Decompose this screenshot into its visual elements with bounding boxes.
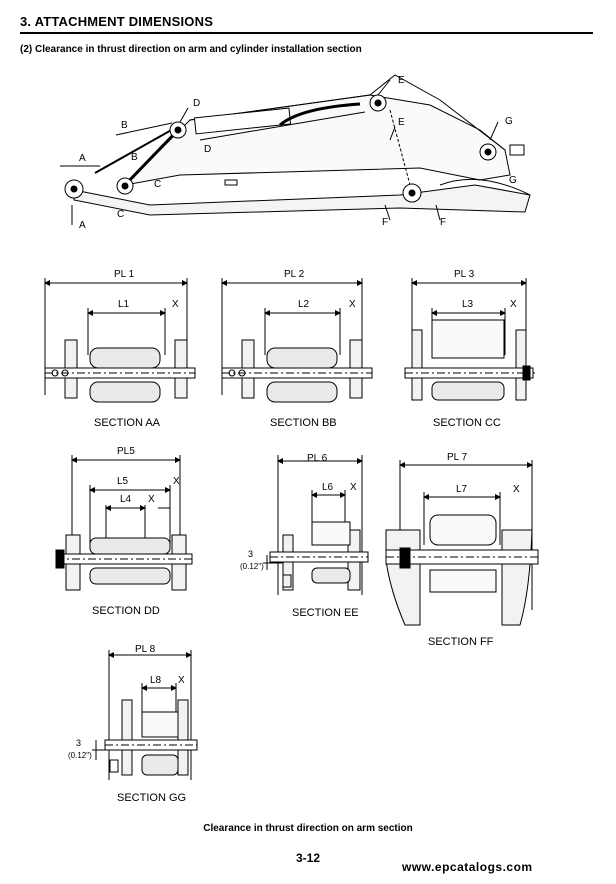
callout-e-top: E (398, 75, 405, 86)
callout-g-bottom: G (509, 175, 517, 186)
section-ee-pl: PL 6 (307, 453, 328, 464)
callout-c-bottom: C (117, 209, 124, 220)
section-aa-label: SECTION AA (94, 417, 161, 429)
section-gg-shim: 3 (76, 738, 81, 748)
section-cc-pl: PL 3 (454, 269, 475, 280)
section-ff-label: SECTION FF (428, 636, 494, 648)
section-dd-l4: L4 (120, 494, 132, 505)
section-ff-x: X (513, 484, 520, 495)
section-dd-x2: X (148, 494, 155, 505)
section-ee-l: L6 (322, 482, 334, 493)
section-subtitle: (2) Clearance in thrust direction on arm… (20, 44, 362, 55)
section-dd-label: SECTION DD (92, 605, 160, 617)
callout-e-mid: E (398, 117, 405, 128)
section-dd-drawing (55, 455, 193, 591)
callout-f-left: F (382, 217, 388, 228)
section-ff-pl: PL 7 (447, 452, 468, 463)
section-ee-shim-inch: (0.12") (240, 562, 264, 571)
callout-b-top: B (121, 120, 128, 131)
section-gg-pl: PL 8 (135, 644, 156, 655)
watermark: www.epcatalogs.com (402, 860, 533, 874)
callout-b-mid: B (131, 152, 138, 163)
section-ff-l: L7 (456, 484, 468, 495)
callout-g-top: G (505, 116, 513, 127)
callout-a-bottom: A (79, 220, 86, 231)
callout-a-top: A (79, 153, 86, 164)
page-number: 3-12 (295, 851, 321, 865)
section-aa-x: X (172, 299, 179, 310)
section-ee-drawing (263, 455, 369, 595)
section-dd-x: X (173, 476, 180, 487)
section-gg-shim-inch: (0.12") (68, 751, 92, 760)
page-title: 3. ATTACHMENT DIMENSIONS (20, 14, 214, 29)
section-cc-x: X (510, 299, 517, 310)
section-bb-pl: PL 2 (284, 269, 305, 280)
figure-caption: Clearance in thrust direction on arm sec… (203, 823, 413, 834)
section-cc-drawing (404, 278, 535, 401)
section-gg-drawing (92, 650, 198, 780)
section-cc-label: SECTION CC (433, 417, 501, 429)
section-ee-label: SECTION EE (292, 607, 359, 619)
section-ee-x: X (350, 482, 357, 493)
section-ff-drawing (385, 460, 539, 626)
title-rule (20, 32, 593, 34)
callout-d-mid: D (204, 144, 211, 155)
section-gg-label: SECTION GG (117, 792, 187, 804)
callout-f-right: F (440, 217, 446, 228)
callout-d-top: D (193, 98, 200, 109)
section-aa-l: L1 (118, 299, 130, 310)
arm-overview (60, 74, 531, 225)
section-gg-l: L8 (150, 675, 162, 686)
section-aa-drawing (44, 278, 196, 403)
section-bb-drawing (221, 278, 373, 403)
section-ee-shim: 3 (248, 549, 253, 559)
section-bb-x: X (349, 299, 356, 310)
section-dd-pl: PL5 (117, 446, 135, 457)
section-cc-l: L3 (462, 299, 474, 310)
section-dd-l: L5 (117, 476, 129, 487)
callout-c-right: C (154, 179, 161, 190)
section-bb-label: SECTION BB (270, 417, 337, 429)
section-gg-x: X (178, 675, 185, 686)
section-aa-pl: PL 1 (114, 269, 135, 280)
section-bb-l: L2 (298, 299, 310, 310)
